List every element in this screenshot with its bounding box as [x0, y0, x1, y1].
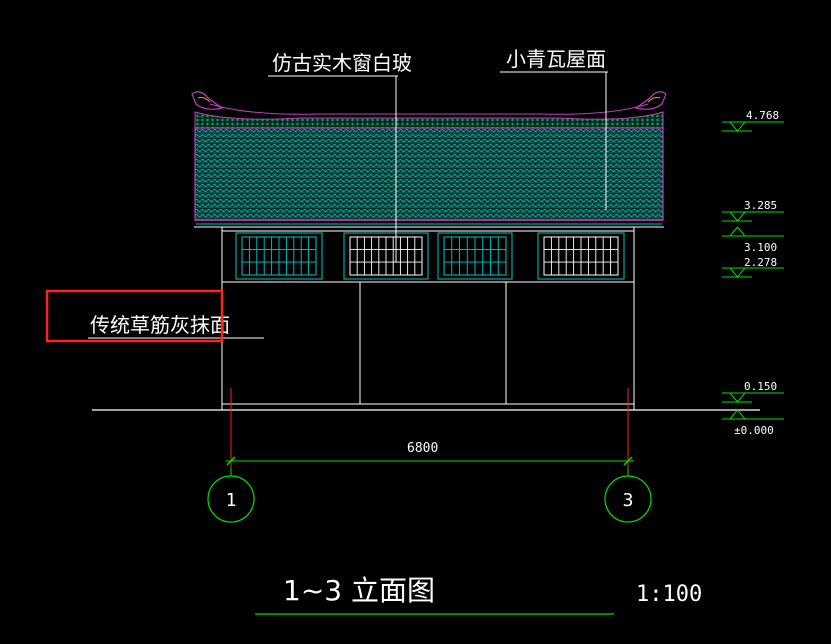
dimension-line: 6800 [226, 388, 634, 468]
level-mark: ±0.000 [722, 409, 784, 437]
window [343, 232, 429, 280]
axis-number: 3 [623, 490, 634, 511]
level-value: 0.150 [744, 380, 777, 393]
leader-lines [88, 71, 608, 339]
axis-bubble-3: 3 [604, 468, 652, 523]
level-mark: 4.768 [722, 109, 784, 132]
level-value: ±0.000 [734, 424, 774, 437]
drawing-scale: 1:100 [636, 582, 702, 607]
roof-material-label: 小青瓦屋面 [506, 47, 606, 71]
axis-number: 1 [226, 490, 237, 511]
windows [235, 232, 625, 280]
window [235, 232, 323, 280]
level-mark: 0.150 [722, 380, 784, 403]
level-markers: 4.768 3.285 3.100 2.278 0.150 [722, 109, 784, 437]
window-material-label: 仿古实木窗白玻 [272, 51, 412, 75]
dimension-value: 6800 [407, 441, 438, 456]
level-mark: 3.100 [722, 226, 784, 254]
window [537, 232, 625, 280]
level-mark: 2.278 [722, 256, 784, 278]
level-value: 3.100 [744, 241, 777, 254]
level-mark: 3.285 [722, 199, 784, 222]
highlight-box [45, 289, 224, 343]
level-value: 4.768 [746, 109, 779, 122]
building-walls [194, 226, 664, 410]
axis-bubble-1: 1 [207, 468, 255, 523]
level-value: 2.278 [744, 256, 777, 269]
drawing-title: 1~3 立面图 [283, 574, 435, 607]
wall-finish-label: 传统草筋灰抹面 [90, 313, 230, 337]
roof [191, 91, 667, 225]
level-value: 3.285 [744, 199, 777, 212]
window [437, 232, 513, 280]
